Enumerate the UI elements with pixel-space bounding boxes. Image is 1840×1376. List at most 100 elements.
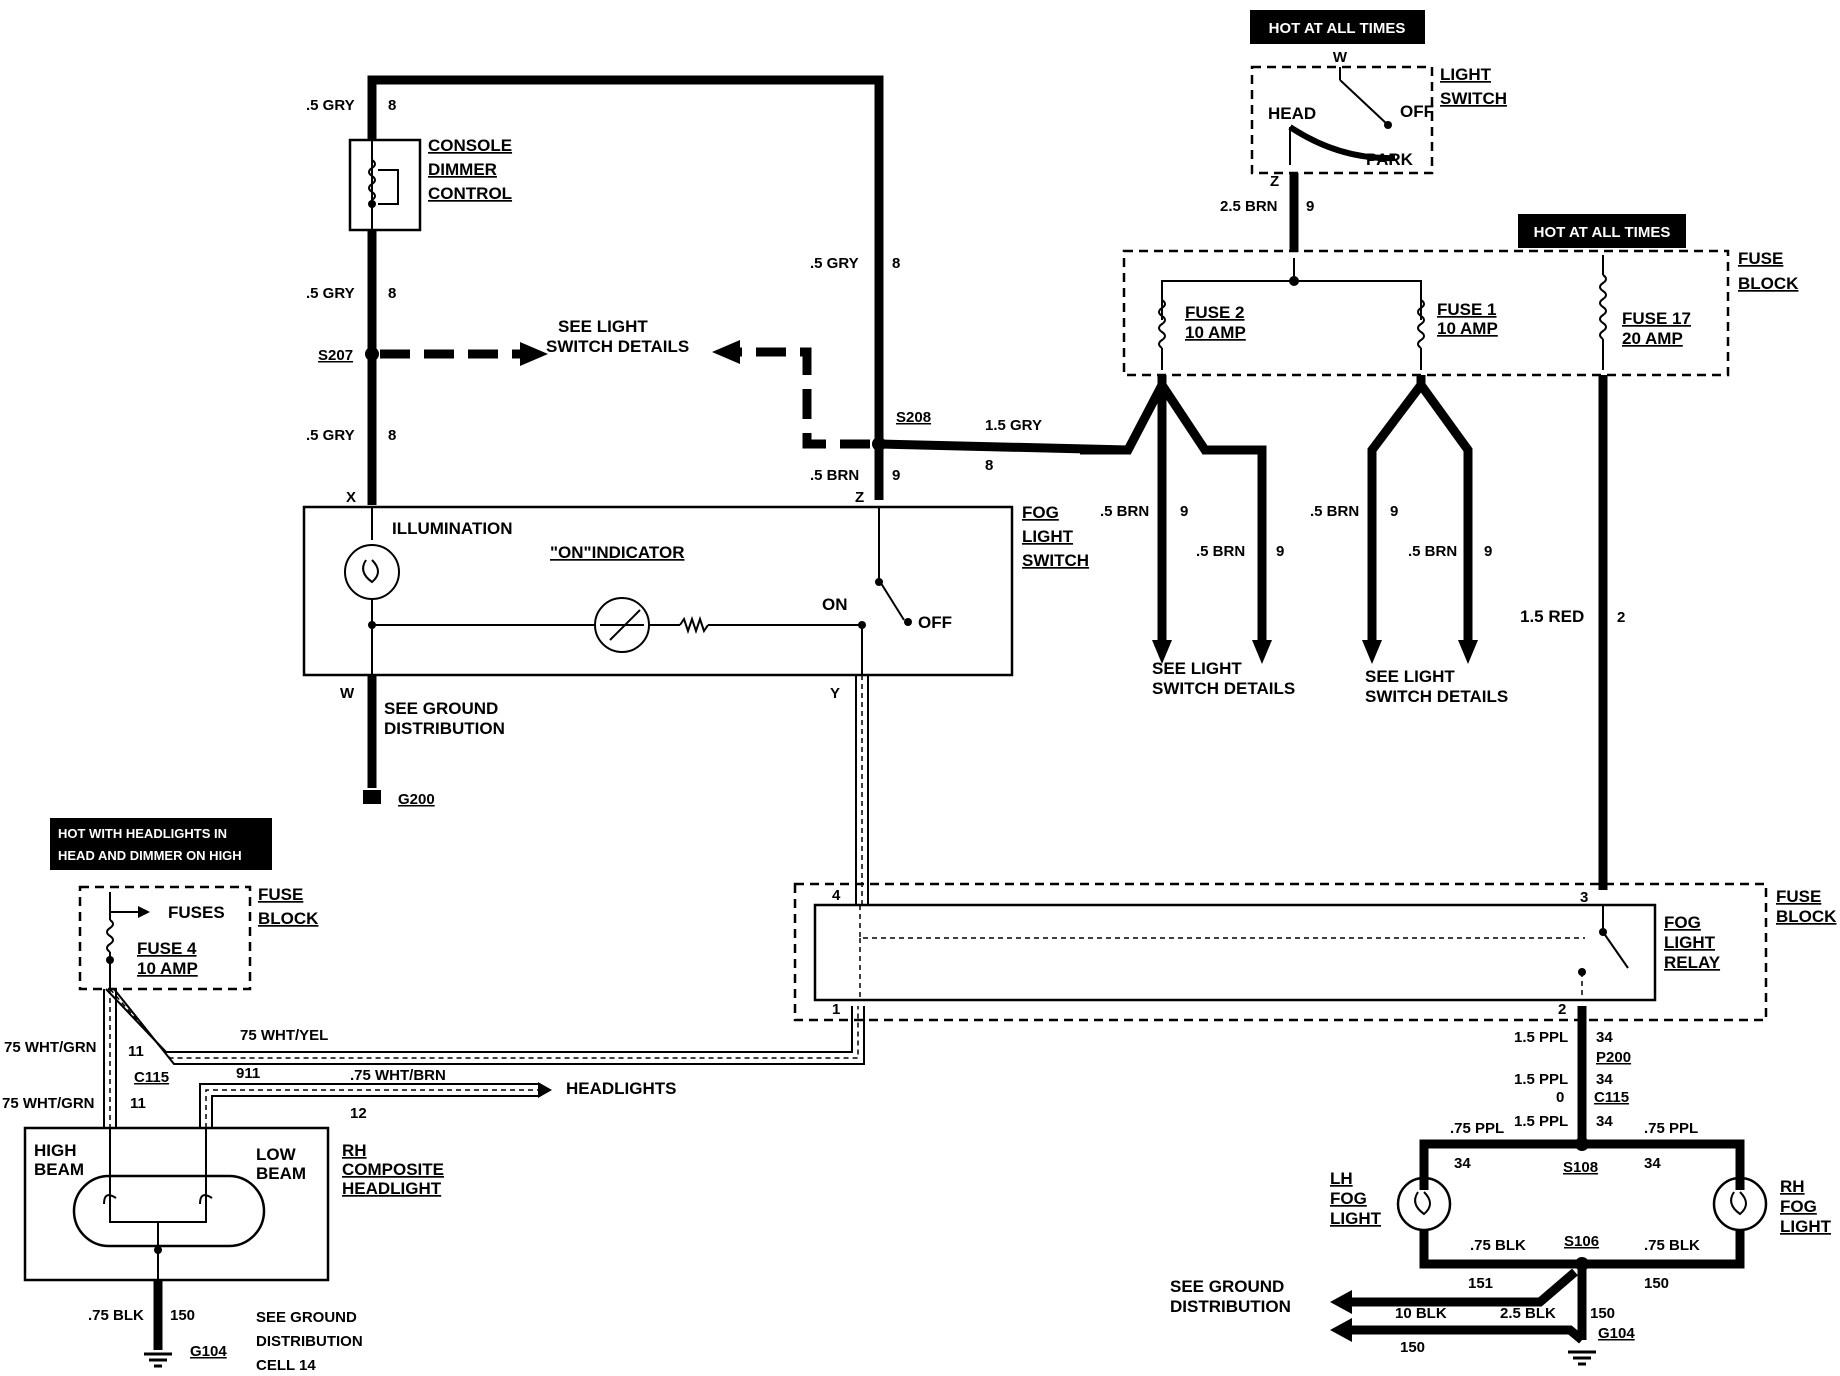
note-see-light-switch-2: SEE LIGHT <box>1152 659 1242 678</box>
ground-g104-right: G104 <box>1598 1325 1635 1342</box>
svg-text:FUSES: FUSES <box>168 903 225 922</box>
svg-text:10 AMP: 10 AMP <box>1185 323 1246 342</box>
svg-text:HEADLIGHT: HEADLIGHT <box>342 1179 442 1198</box>
wire-fuse2-to-s208 <box>1080 382 1166 455</box>
svg-text:2: 2 <box>1558 1001 1566 1018</box>
svg-text:FUSE: FUSE <box>1738 249 1783 268</box>
svg-text:"ON"INDICATOR: "ON"INDICATOR <box>550 543 685 562</box>
wire-75-wht-brn <box>199 1082 552 1128</box>
svg-text:LIGHT: LIGHT <box>1022 527 1074 546</box>
wire-number: 8 <box>892 255 900 272</box>
svg-text:20 AMP: 20 AMP <box>1622 329 1683 348</box>
svg-text:Y: Y <box>830 685 840 702</box>
wire-75-wht-yel <box>105 988 865 1065</box>
wire-label: 75 WHT/GRN <box>4 1039 97 1056</box>
wire-label: .5 GRY <box>306 285 355 302</box>
wire-number: 8 <box>388 427 396 444</box>
svg-text:FUSE: FUSE <box>1776 887 1821 906</box>
wire-number: 2 <box>1617 609 1625 626</box>
wire-number: 8 <box>985 457 993 474</box>
note-see-ground-3: SEE GROUND <box>256 1309 357 1326</box>
wire-y-to-relay <box>855 675 869 905</box>
svg-text:BLOCK: BLOCK <box>258 909 319 928</box>
note-headlights: HEADLIGHTS <box>566 1079 677 1098</box>
svg-text:HOT AT ALL TIMES: HOT AT ALL TIMES <box>1269 20 1406 37</box>
note-see-ground-2: SEE GROUND <box>1170 1277 1284 1296</box>
wire-number: 12 <box>350 1105 367 1122</box>
svg-text:LIGHT: LIGHT <box>1664 933 1716 952</box>
svg-text:COMPOSITE: COMPOSITE <box>342 1160 444 1179</box>
splice-label: S106 <box>1564 1233 1599 1250</box>
wire-label: .5 BRN <box>1310 503 1359 520</box>
wire-fuse1-b <box>1417 382 1473 640</box>
connector-c115-left: C115 <box>134 1069 169 1086</box>
svg-text:RH: RH <box>1780 1177 1805 1196</box>
lh-fog-light: LH FOG LIGHT <box>1330 1169 1452 1232</box>
svg-text:HOT AT ALL TIMES: HOT AT ALL TIMES <box>1534 224 1671 241</box>
svg-text:HIGH: HIGH <box>34 1141 77 1160</box>
svg-text:10 AMP: 10 AMP <box>1437 319 1498 338</box>
wire-number: 34 <box>1596 1113 1613 1130</box>
fog-light-switch: X Z FOG LIGHT SWITCH ILLUMINATION "ON"IN… <box>302 489 1089 702</box>
splice-label: S207 <box>318 347 353 364</box>
ground-g104-left: G104 <box>190 1343 227 1360</box>
wire-label: .75 BLK <box>1470 1237 1526 1254</box>
svg-text:BLOCK: BLOCK <box>1776 907 1837 926</box>
wire-label: .5 BRN <box>810 467 859 484</box>
wire-label: .75 WHT/BRN <box>350 1067 446 1084</box>
svg-text:LOW: LOW <box>256 1145 297 1164</box>
svg-text:Z: Z <box>855 489 864 506</box>
wire-label: .5 BRN <box>1100 503 1149 520</box>
wire-label: 2.5 BLK <box>1500 1305 1556 1322</box>
note-see-ground-1: SEE GROUND <box>384 699 498 718</box>
svg-text:FOG: FOG <box>1664 913 1701 932</box>
svg-text:PARK: PARK <box>1366 150 1414 169</box>
svg-text:ON: ON <box>822 595 848 614</box>
rh-composite-headlight: RH COMPOSITE HEADLIGHT HIGH BEAM LOW BEA… <box>23 1126 444 1282</box>
fog-light-relay: FUSE BLOCK FOG LIGHT RELAY 4 3 1 2 <box>793 882 1837 1022</box>
wire-label-2-5-brn: 2.5 BRN <box>1220 198 1278 215</box>
wire-number: 150 <box>170 1307 195 1324</box>
svg-text:DIMMER: DIMMER <box>428 160 497 179</box>
wire-number: 34 <box>1596 1029 1613 1046</box>
splice-label: S108 <box>1563 1159 1598 1176</box>
wire-5-gry-loop <box>367 75 884 500</box>
svg-text:CONTROL: CONTROL <box>428 184 512 203</box>
note-see-light-switch-3: SEE LIGHT <box>1365 667 1455 686</box>
svg-text:LH: LH <box>1330 1169 1353 1188</box>
svg-text:OFF: OFF <box>918 613 952 632</box>
fuse-block-left: FUSE BLOCK FUSES FUSE 4 10 AMP <box>78 885 319 991</box>
wire-number: 9 <box>1180 503 1188 520</box>
wire-number: 911 <box>236 1065 260 1082</box>
wire-label: 1.5 PPL <box>1514 1113 1568 1130</box>
svg-text:BLOCK: BLOCK <box>1738 274 1799 293</box>
pin-label: 0 <box>1556 1089 1564 1106</box>
wire-number: 9 <box>1306 198 1314 215</box>
svg-text:LIGHT: LIGHT <box>1780 1217 1832 1236</box>
wire-label: 1.5 GRY <box>985 417 1042 434</box>
wire-label: .75 PPL <box>1450 1120 1504 1137</box>
wire-label: .5 BRN <box>1408 543 1457 560</box>
wire-label: .5 GRY <box>810 255 859 272</box>
ground-g200: G200 <box>398 791 435 808</box>
svg-text:LIGHT: LIGHT <box>1440 65 1492 84</box>
wire-number: 8 <box>388 97 396 114</box>
svg-text:FOG: FOG <box>1330 1189 1367 1208</box>
svg-text:HOT WITH HEADLIGHTS IN: HOT WITH HEADLIGHTS IN <box>58 826 227 841</box>
svg-text:CONSOLE: CONSOLE <box>428 136 512 155</box>
wire-label: 75 WHT/GRN <box>2 1095 95 1112</box>
wire-number: 11 <box>130 1095 146 1112</box>
svg-text:RH: RH <box>342 1141 367 1160</box>
wire-label: .75 BLK <box>1644 1237 1700 1254</box>
svg-text:FOG: FOG <box>1022 503 1059 522</box>
wire-label: .75 PPL <box>1644 1120 1698 1137</box>
note-text: DISTRIBUTION <box>1170 1297 1291 1316</box>
note-text: CELL 14 <box>256 1357 316 1374</box>
wire-label: .75 BLK <box>88 1307 144 1324</box>
wire-label: .5 BRN <box>1196 543 1245 560</box>
splice-label: S208 <box>896 409 931 426</box>
wire-number: 150 <box>1400 1339 1425 1356</box>
wire-label: 10 BLK <box>1395 1305 1447 1322</box>
wire-number: 150 <box>1590 1305 1615 1322</box>
